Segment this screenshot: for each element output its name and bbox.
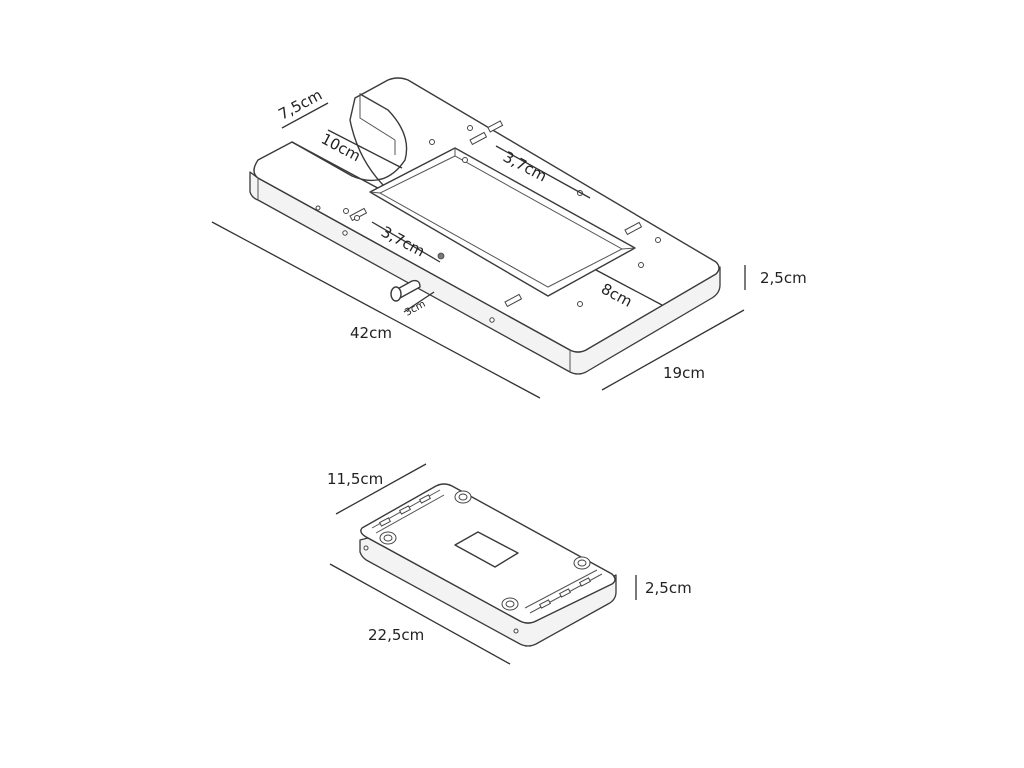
- large-plate-pin: [390, 279, 421, 302]
- dim-line-width: [601, 309, 745, 391]
- dim-line-top-width: [281, 102, 329, 129]
- large-plate-notch: [291, 93, 408, 182]
- dim-line-window: [595, 269, 663, 306]
- dim-line-cutout: [327, 129, 403, 169]
- label-small-height: 2,5cm: [645, 579, 692, 597]
- label-small-length: 22,5cm: [368, 626, 424, 644]
- large-plate-holes: [315, 125, 661, 323]
- dim-line-pin: [403, 291, 435, 313]
- small-plate-holes: [363, 490, 591, 634]
- dim-line-slot-top: [495, 145, 591, 199]
- dim-line-length: [211, 221, 541, 399]
- dim-line-small-width: [335, 463, 427, 515]
- label-height: 2,5cm: [760, 269, 807, 287]
- dim-line-slot-bottom: [371, 221, 441, 263]
- small-plate-center-recess: [454, 531, 519, 568]
- label-pin: 3cm: [403, 299, 427, 319]
- small-plate: 11,5cm 22,5cm 2,5cm: [327, 463, 692, 665]
- label-small-width: 11,5cm: [327, 470, 383, 488]
- label-width: 19cm: [663, 364, 705, 382]
- large-plate: 7,5cm 10cm 3,7cm 3,7cm 8cm 3cm 42cm 19cm…: [211, 77, 807, 399]
- label-length: 42cm: [350, 324, 392, 342]
- dim-line-small-length: [329, 563, 511, 665]
- small-plate-rail-slots: [378, 494, 592, 609]
